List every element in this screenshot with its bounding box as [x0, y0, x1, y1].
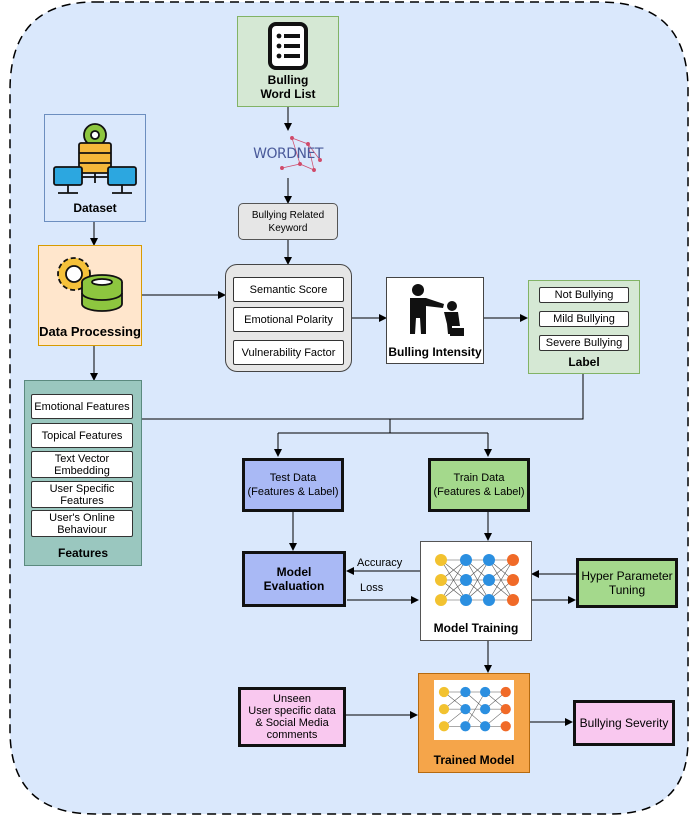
test-data-label: Test Data (Features & Label)	[247, 472, 339, 498]
unseen-data-node: Unseen User specific data & Social Media…	[238, 687, 346, 747]
label-not-bullying: Not Bullying	[539, 287, 629, 303]
feature-topical: Topical Features	[31, 423, 133, 448]
trained-model-node: Trained Model	[418, 673, 530, 773]
emotional-polarity: Emotional Polarity	[233, 307, 344, 332]
data-processing-node: Data Processing	[38, 245, 142, 346]
train-data-label: Train Data (Features & Label)	[433, 472, 525, 498]
model-training-node: Model Training	[420, 541, 532, 641]
neural-network-icon	[434, 680, 514, 740]
document-list-icon	[268, 22, 308, 70]
semantic-score: Semantic Score	[233, 277, 344, 302]
bullying-severity-node: Bullying Severity	[573, 700, 675, 746]
bulling-intensity-label: Bulling Intensity	[388, 345, 482, 359]
model-evaluation-node: Model Evaluation	[242, 551, 346, 607]
features-title: Features	[57, 546, 109, 560]
server-network-icon	[53, 123, 137, 194]
wordnet-logo: WORDNET	[248, 130, 328, 178]
data-processing-label: Data Processing	[39, 324, 141, 339]
dataset-label: Dataset	[73, 201, 117, 215]
bulling-intensity-node: Bulling Intensity	[386, 277, 484, 364]
hyper-parameter-tuning-label: Hyper Parameter Tuning	[581, 569, 673, 597]
feature-text-vector: Text Vector Embedding	[31, 451, 133, 478]
wordnet-network-icon	[280, 136, 322, 172]
label-mild-bullying: Mild Bullying	[539, 311, 629, 327]
gear-database-icon	[57, 257, 123, 312]
loss-edge-label: Loss	[360, 582, 384, 594]
neural-network-icon	[435, 554, 519, 606]
trained-model-label: Trained Model	[433, 753, 515, 767]
bullying-person-icon	[410, 284, 464, 336]
model-training-label: Model Training	[433, 621, 519, 635]
train-data-node: Train Data (Features & Label)	[428, 458, 530, 512]
bullying-severity-label: Bullying Severity	[579, 716, 669, 730]
feature-emotional: Emotional Features	[31, 394, 133, 419]
connectors	[90, 107, 576, 726]
hyper-parameter-tuning-node: Hyper Parameter Tuning	[576, 558, 678, 608]
wordnet-logo-text: WORDNET	[253, 146, 323, 162]
dataset-node: Dataset	[44, 114, 146, 222]
bullying-related-keyword-node: Bullying Related Keyword	[238, 203, 338, 240]
bullying-related-keyword-label: Bullying Related Keyword	[251, 209, 325, 234]
label-title: Label	[568, 355, 600, 369]
feature-user-specific: User Specific Features	[31, 481, 133, 508]
model-evaluation-label: Model Evaluation	[263, 565, 325, 593]
label-severe-bullying: Severe Bullying	[539, 335, 629, 351]
vulnerability-factor: Vulnerability Factor	[233, 340, 344, 365]
accuracy-edge-label: Accuracy	[357, 557, 403, 569]
feature-online-behaviour: User's Online Behaviour	[31, 510, 133, 537]
unseen-data-label: Unseen User specific data & Social Media…	[248, 693, 336, 741]
bulling-word-list-node: Bulling Word List	[237, 16, 339, 107]
bulling-word-list-label: Bulling Word List	[260, 73, 316, 101]
test-data-node: Test Data (Features & Label)	[242, 458, 344, 512]
